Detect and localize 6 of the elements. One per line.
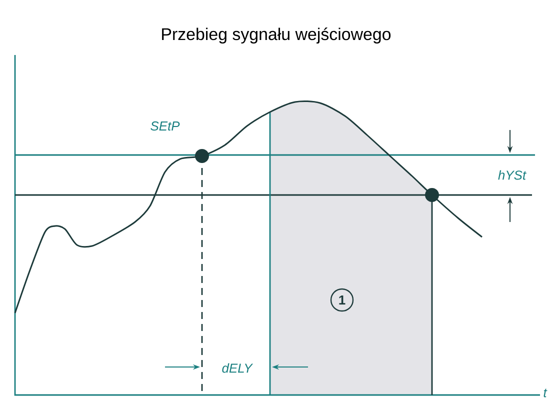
callout-number: 1 bbox=[330, 288, 354, 312]
axis-label: t bbox=[544, 388, 548, 398]
hysteresis-label: hYSt bbox=[498, 170, 526, 180]
title: Przebieg sygnału wejściowego bbox=[162, 28, 391, 44]
setpoint-label: SEtP bbox=[150, 121, 180, 131]
delay-label: dELY bbox=[222, 363, 254, 373]
